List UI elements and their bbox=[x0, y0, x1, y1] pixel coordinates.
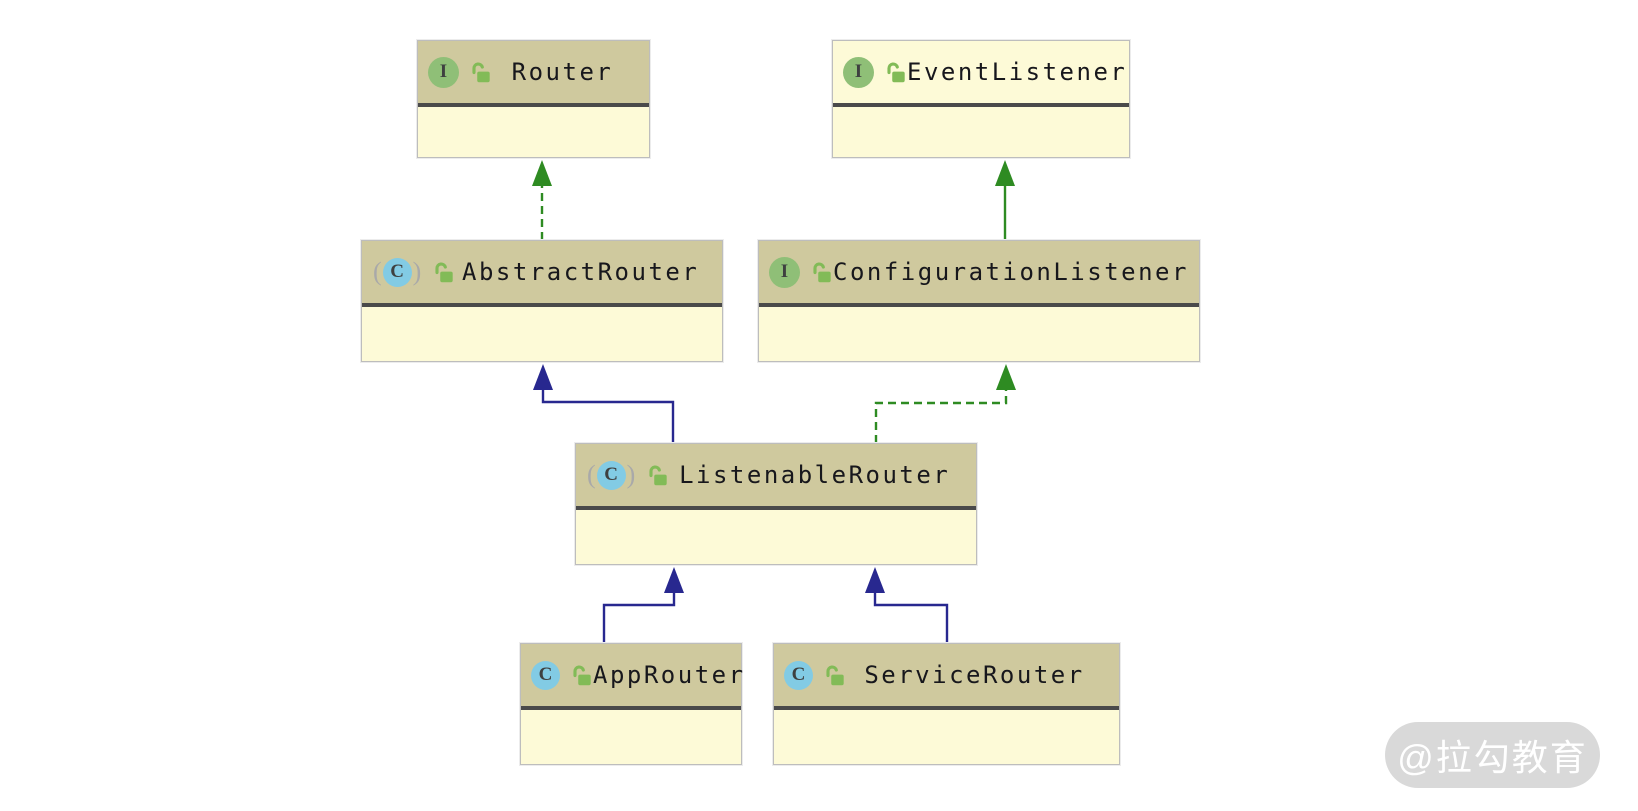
uml-node-servicerouter[interactable]: C ServiceRouter bbox=[773, 643, 1120, 765]
public-visibility-lock-icon bbox=[649, 465, 668, 485]
uml-node-abstractrouter[interactable]: (C) AbstractRouter bbox=[361, 240, 723, 362]
abstract-paren-open: ( bbox=[373, 257, 382, 286]
edge-listenablerouter-implements-configurationlistener[interactable] bbox=[874, 390, 1008, 443]
watermark: @拉勾教育 bbox=[1385, 722, 1600, 788]
uml-node-configurationlistener[interactable]: I ConfigurationListener bbox=[758, 240, 1200, 362]
public-visibility-lock-icon bbox=[435, 262, 454, 282]
node-body bbox=[362, 307, 722, 361]
node-header: I ConfigurationListener bbox=[759, 241, 1199, 307]
edge-listenablerouter-extends-abstractrouter[interactable] bbox=[541, 390, 675, 443]
abstract-paren-open: ( bbox=[587, 460, 596, 489]
public-visibility-lock-icon bbox=[826, 665, 844, 685]
abstract-class-icon: (C) bbox=[372, 257, 422, 287]
node-header: (C) AbstractRouter bbox=[362, 241, 722, 307]
edge-arrowhead-listenablerouter-implements-configurationlistener bbox=[996, 364, 1016, 390]
edge-arrowhead-approuter-extends-listenablerouter bbox=[664, 567, 684, 593]
class-name-label: Router bbox=[511, 58, 614, 86]
edge-arrowhead-servicerouter-extends-listenablerouter bbox=[865, 567, 885, 593]
node-body bbox=[418, 107, 649, 157]
class-name-label: ServiceRouter bbox=[864, 661, 1085, 689]
edge-servicerouter-extends-listenablerouter[interactable] bbox=[873, 593, 949, 643]
edge-arrowhead-listenablerouter-extends-abstractrouter bbox=[533, 364, 553, 390]
class-icon: C bbox=[784, 660, 813, 690]
class-name-label: ListenableRouter bbox=[679, 461, 951, 489]
interface-icon: I bbox=[843, 56, 874, 88]
class-icon: C bbox=[596, 460, 626, 490]
public-visibility-lock-icon bbox=[472, 62, 490, 82]
uml-node-listenablerouter[interactable]: (C) ListenableRouter bbox=[575, 443, 977, 565]
class-icon: C bbox=[382, 257, 412, 287]
abstract-paren-close: ) bbox=[626, 460, 636, 489]
abstract-class-icon: (C) bbox=[586, 460, 636, 490]
interface-icon: I bbox=[769, 256, 800, 288]
node-header: I Router bbox=[418, 41, 649, 107]
class-name-label: EventListener bbox=[907, 58, 1128, 86]
edge-arrowhead-configurationlistener-extends-eventlistener bbox=[995, 160, 1015, 186]
edge-approuter-extends-listenablerouter[interactable] bbox=[602, 593, 676, 643]
node-header: I EventListener bbox=[833, 41, 1129, 107]
node-header: C AppRouter bbox=[521, 644, 743, 710]
class-name-label: AppRouter bbox=[593, 661, 746, 689]
node-body bbox=[833, 107, 1129, 157]
public-visibility-lock-icon bbox=[887, 62, 905, 82]
node-header: C ServiceRouter bbox=[774, 644, 1119, 710]
uml-node-eventlistener[interactable]: I EventListener bbox=[832, 40, 1130, 158]
node-body bbox=[521, 710, 741, 764]
uml-node-approuter[interactable]: C AppRouter bbox=[520, 643, 743, 765]
edge-arrowhead-abstractrouter-implements-router bbox=[532, 160, 552, 186]
node-header: (C) ListenableRouter bbox=[576, 444, 976, 510]
abstract-paren-close: ) bbox=[412, 257, 422, 286]
public-visibility-lock-icon bbox=[813, 262, 831, 282]
watermark-text: @拉勾教育 bbox=[1397, 737, 1588, 778]
public-visibility-lock-icon bbox=[573, 665, 591, 685]
class-name-label: ConfigurationListener bbox=[833, 258, 1189, 286]
node-body bbox=[774, 710, 1119, 764]
uml-node-router[interactable]: I Router bbox=[417, 40, 650, 158]
node-body bbox=[759, 307, 1199, 361]
class-name-label: AbstractRouter bbox=[462, 258, 700, 286]
interface-icon: I bbox=[428, 56, 459, 88]
node-body bbox=[576, 510, 976, 564]
class-icon: C bbox=[531, 660, 560, 690]
